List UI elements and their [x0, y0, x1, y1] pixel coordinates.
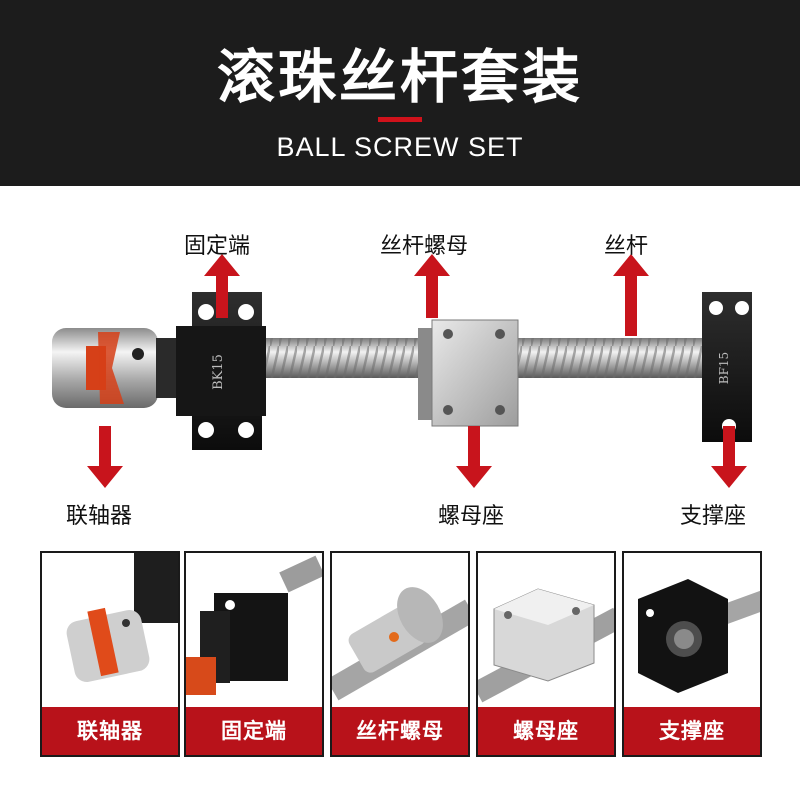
- title-underline: [378, 117, 422, 122]
- panel-fixed-end: 固定端: [184, 551, 324, 757]
- nut-seat-photo: [478, 588, 614, 703]
- panel-label: 丝杆螺母: [332, 707, 468, 755]
- callout-nut-seat: 螺母座: [438, 504, 505, 529]
- coupling-photo: [66, 553, 178, 682]
- callout-arrows: [87, 254, 747, 488]
- fixed-end-block: BK15: [176, 292, 266, 450]
- callout-fixed-end: 固定端: [184, 234, 251, 259]
- screw-nut-photo: [332, 587, 468, 701]
- support-block-mark: BF15: [717, 352, 731, 384]
- panel-label: 螺母座: [478, 707, 614, 755]
- fixed-block-mark: BK15: [211, 354, 226, 390]
- panel-label: 支撑座: [624, 707, 760, 755]
- callout-coupling: 联轴器: [66, 504, 133, 529]
- page-title: 滚珠丝杆套装: [216, 43, 583, 111]
- nut-seat-block: [418, 319, 519, 427]
- support-end-block: BF15: [702, 292, 752, 442]
- header-banner: 滚珠丝杆套装 BALL SCREW SET: [0, 0, 800, 186]
- arrow-down-icon: [87, 426, 123, 488]
- panel-label: 联轴器: [42, 707, 178, 755]
- panel-nut-seat: 螺母座: [476, 551, 616, 757]
- support-seat-photo: [638, 579, 760, 693]
- panel-coupling: 联轴器: [40, 551, 180, 757]
- assembly-diagram: BK15 BF15: [0, 186, 800, 546]
- fixed-end-photo: [186, 555, 322, 695]
- arrow-down-icon: [456, 426, 492, 488]
- callout-screw-nut: 丝杆螺母: [380, 234, 469, 259]
- arrow-up-icon: [204, 254, 240, 318]
- coupling-illustration: [52, 328, 180, 408]
- arrow-up-icon: [414, 254, 450, 318]
- panel-screw-nut: 丝杆螺母: [330, 551, 470, 757]
- arrow-up-icon: [613, 254, 649, 336]
- callout-screw: 丝杆: [604, 234, 649, 259]
- assembly-illustration: BK15 BF15: [52, 254, 752, 488]
- arrow-down-icon: [711, 426, 747, 488]
- callout-support-seat: 支撑座: [680, 504, 747, 529]
- panel-label: 固定端: [186, 707, 322, 755]
- page-subtitle: BALL SCREW SET: [276, 132, 524, 162]
- panel-support-seat: 支撑座: [622, 551, 762, 757]
